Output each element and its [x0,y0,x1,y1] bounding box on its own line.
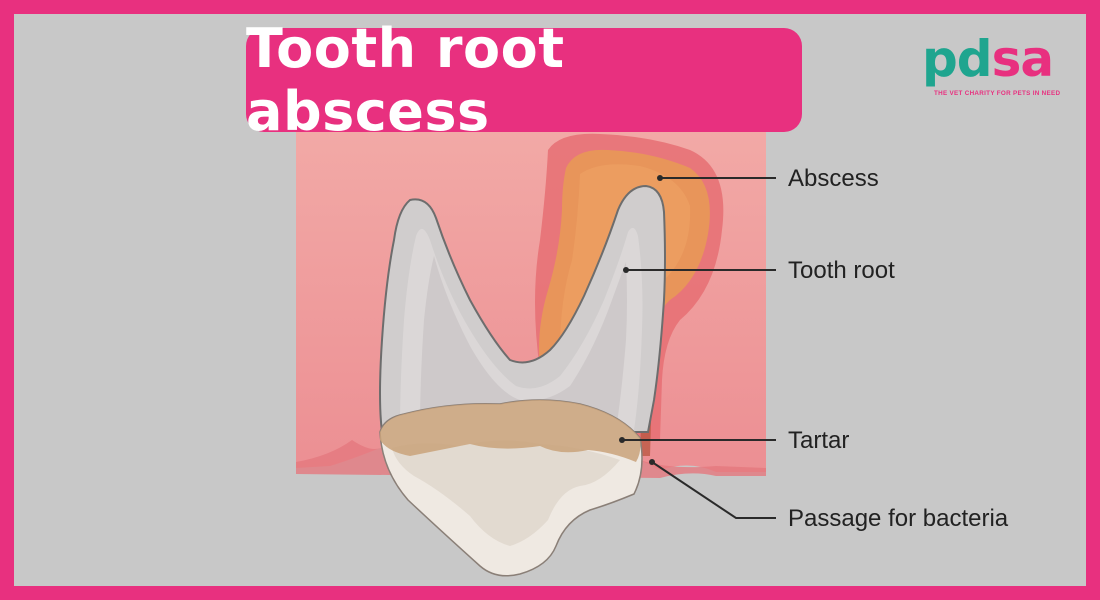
dot-tartar [619,437,625,443]
dot-abscess [657,175,663,181]
label-abscess: Abscess [788,165,879,193]
dot-tooth-root [623,267,629,273]
dot-passage [649,459,655,465]
label-tartar: Tartar [788,427,849,455]
label-tooth-root: Tooth root [788,257,895,285]
label-passage-for-bacteria: Passage for bacteria [788,505,1008,533]
